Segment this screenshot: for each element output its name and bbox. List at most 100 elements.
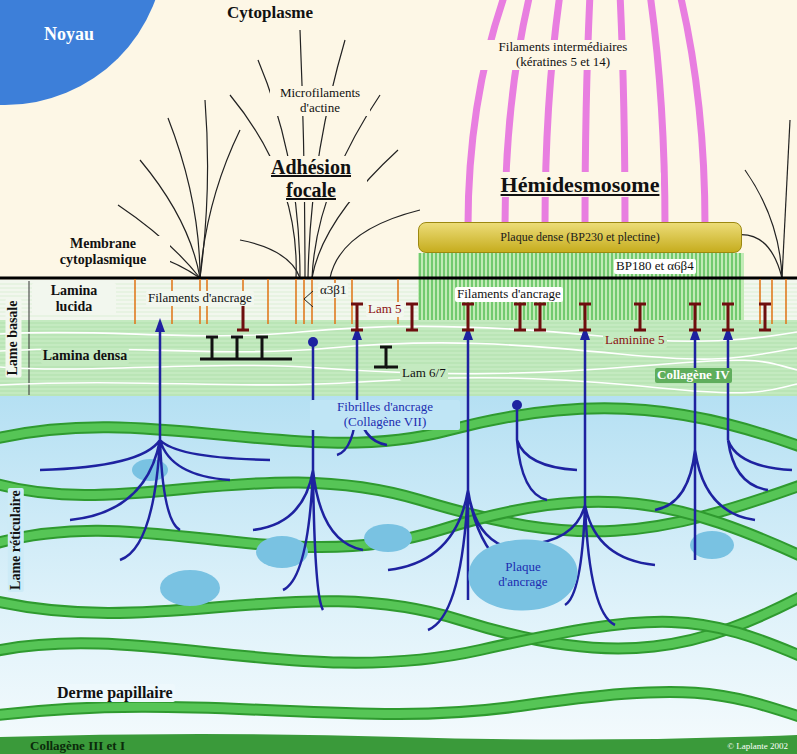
- laminin-6-7: [386, 366, 398, 369]
- hemidesmosome-filament: [431, 253, 433, 320]
- nucleus-shape: [0, 0, 160, 105]
- hemidesmosome-filament: [443, 253, 445, 320]
- structure-label: Microfilaments d'actine: [270, 86, 370, 116]
- laminin-5: [351, 304, 363, 330]
- structure-label: Lam 6/7: [400, 366, 448, 381]
- fibril-end: [308, 337, 318, 347]
- nucleus-outline: [0, 0, 165, 105]
- actin-microfilament: [782, 120, 790, 278]
- hemidesmosome-filament: [595, 253, 597, 320]
- hemidesmosome-filament: [423, 253, 425, 320]
- hemidesmosome-filament: [563, 253, 565, 320]
- laminin-5: [462, 304, 474, 330]
- hemidesmosome-filament: [699, 253, 701, 320]
- laminin-6-7: [206, 336, 218, 339]
- hemidesmosome-filament: [567, 253, 569, 320]
- lamina-densa-band: [0, 320, 797, 396]
- laminin-5: [514, 304, 526, 330]
- lamina-densa-stripe: [0, 331, 797, 332]
- hemidesmosome-filament: [451, 253, 453, 320]
- hemidesmosome-filament: [587, 253, 589, 320]
- structure-label: Collagène IV: [655, 368, 732, 383]
- laminin-6-7: [380, 346, 392, 349]
- collagen-band-edge: [0, 502, 797, 560]
- dense-plaque: Plaque dense (BP230 et plectine): [418, 222, 742, 253]
- brace: [304, 291, 313, 307]
- actin-microfilament: [735, 235, 782, 278]
- lame-basale-bar: [29, 281, 30, 395]
- laminin-5: [689, 304, 701, 330]
- structure-label: Lame réticulaire: [8, 488, 24, 592]
- actin-microfilament: [330, 210, 420, 278]
- laminin-5: [579, 304, 591, 330]
- anchoring-fibril: [337, 332, 387, 455]
- laminin-5: [759, 304, 771, 330]
- fibril-head: [155, 318, 165, 332]
- anchoring-fibril: [517, 405, 577, 500]
- laminin-5: [722, 304, 734, 330]
- anchoring-plaque: Plaque d'ancrage: [465, 538, 581, 612]
- hemidesmosome-filament: [735, 253, 737, 320]
- collagen-iii-i-band: [0, 734, 797, 754]
- structure-label: Filaments d'ancrage: [455, 287, 563, 302]
- hemidesmosome-filament: [715, 253, 717, 320]
- structure-label: Fibrilles d'ancrage (Collagène VII): [310, 400, 460, 430]
- hemidesmosome-filament: [703, 253, 705, 320]
- structure-label: © Laplante 2002: [725, 741, 790, 751]
- anchoring-filament: [771, 279, 773, 324]
- anchoring-filament: [759, 279, 761, 324]
- structure-label: α3β1: [318, 283, 348, 298]
- node-text: Plaque dense (BP230 et plectine): [500, 231, 659, 245]
- laminin-5: [534, 304, 546, 330]
- collagen-band: [0, 502, 797, 560]
- collagen-band: [0, 622, 797, 663]
- laminin-6-7: [261, 337, 264, 359]
- hemidesmosome-filament: [427, 253, 429, 320]
- keratin-filament: [680, 0, 705, 226]
- lamina-densa-stripe: [0, 391, 797, 392]
- structure-label: Hémidesmosome: [499, 172, 662, 197]
- anchoring-filament: [785, 279, 787, 324]
- node-text: Noyau: [44, 24, 94, 45]
- nucleus: Noyau: [0, 0, 160, 105]
- anchoring-plaque-blob: [364, 524, 412, 552]
- actin-microfilament: [168, 118, 200, 278]
- anchoring-filament: [351, 279, 353, 324]
- structure-label: Filaments intermédiaires (kératines 5 et…: [478, 40, 648, 70]
- structure-label: Filaments d'ancrage: [146, 291, 254, 306]
- hemidesmosome-filament: [607, 253, 609, 320]
- anchoring-filament: [134, 279, 136, 324]
- laminin-6-7: [231, 336, 243, 339]
- hemidesmosome-filament: [591, 253, 593, 320]
- hemidesmosome-filament: [723, 253, 725, 320]
- actin-microfilament: [200, 130, 240, 278]
- hemidesmosome-filament: [707, 253, 709, 320]
- structure-label: Lam 5: [366, 302, 404, 317]
- hemidesmosome-filament: [419, 253, 421, 320]
- hemidesmosome-filament: [447, 253, 449, 320]
- lamina-densa-stripe: [0, 395, 797, 396]
- anchoring-filament: [311, 279, 313, 324]
- lamina-densa-stripe: [0, 335, 797, 336]
- hemidesmosome-filament: [711, 253, 713, 320]
- hemidesmosome-filament: [575, 253, 577, 320]
- laminin-5: [634, 304, 646, 330]
- hemidesmosome-filament: [435, 253, 437, 320]
- laminin-5: [237, 304, 249, 330]
- structure-label: Lame basale: [6, 298, 22, 377]
- structure-label: BP180 et α6β4: [614, 259, 696, 274]
- fibril-end: [512, 400, 522, 410]
- anchoring-filament: [303, 279, 305, 324]
- laminin-6-7: [200, 358, 292, 361]
- anchoring-filament: [267, 279, 269, 324]
- structure-label: Laminine 5: [603, 333, 667, 348]
- collagen-band-edge: [0, 622, 797, 663]
- hemidesmosome-filament: [579, 253, 581, 320]
- hemidesmosome-filament: [571, 253, 573, 320]
- hemidesmosome-filament: [739, 253, 741, 320]
- actin-microfilament: [300, 30, 305, 278]
- laminin-6-7: [211, 337, 214, 359]
- anchoring-plaque-outline: [468, 539, 577, 610]
- structure-label: Adhésion focale: [255, 156, 367, 202]
